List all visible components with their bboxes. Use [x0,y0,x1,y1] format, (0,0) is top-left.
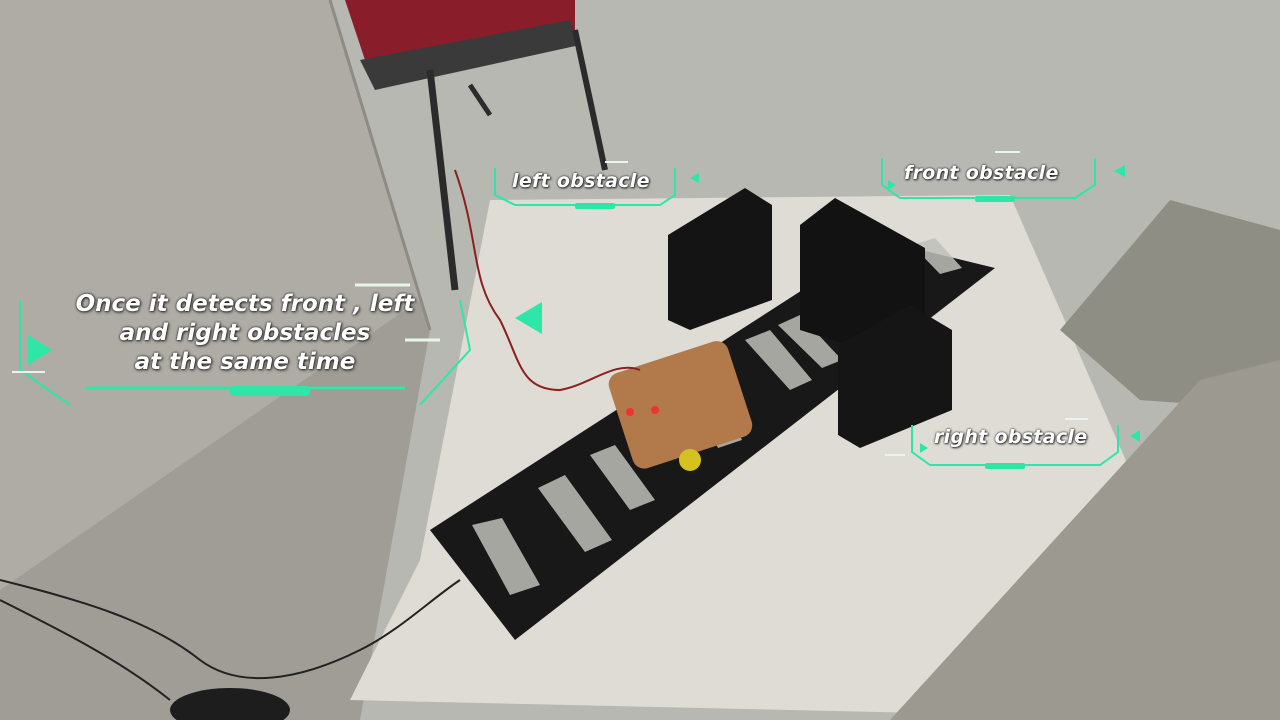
caption-frame-left [19,300,71,406]
left-obstacle-label: left obstacle [512,170,650,192]
pointer-arrow-icon [515,302,542,334]
main-caption-line-1: Once it detects front , left [75,291,415,317]
main-caption: Once it detects front , left and right o… [60,290,430,377]
caption-frame-right [419,299,472,406]
main-caption-line-3: at the same time [134,349,356,375]
front-obstacle-label: front obstacle [904,162,1059,184]
main-caption-line-2: and right obstacles [119,320,371,346]
right-obstacle-label: right obstacle [934,426,1088,448]
caption-arrow-icon [28,335,52,365]
